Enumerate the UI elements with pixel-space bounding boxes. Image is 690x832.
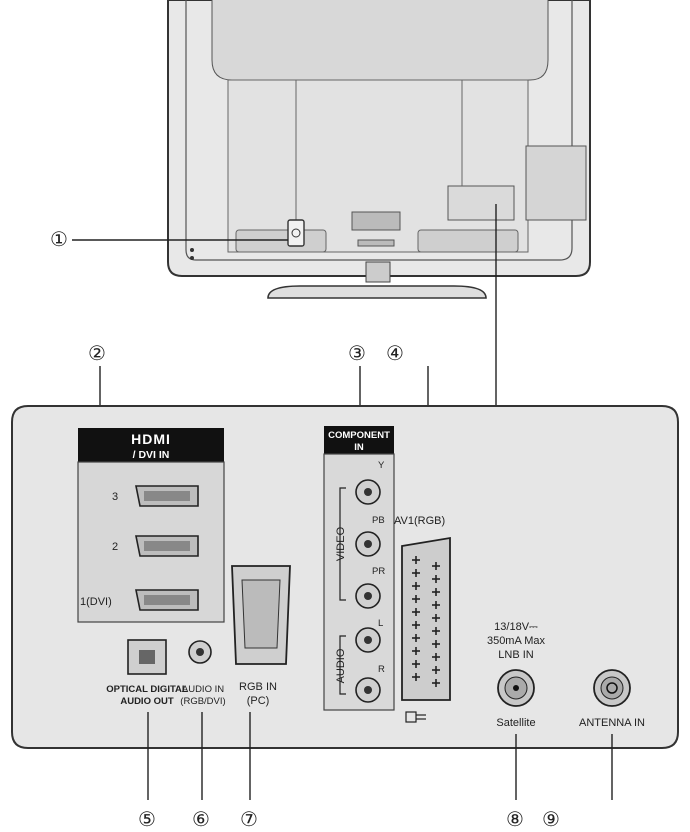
hdmi-dvi-in-block: HDMI / DVI IN 3 2 1(DVI) [77,428,225,623]
scart-symbol-icon [405,711,426,723]
callout-number-7: ⑦ [240,807,258,831]
hdmi-subtitle: / DVI IN [133,449,170,461]
rgb-in-pc: RGB IN (PC) [231,565,291,707]
satellite-label: Satellite [496,717,535,729]
callout-number-5: ⑤ [138,807,156,831]
lnb-label-line1: 13/18V⎓ [494,621,538,633]
callout-number-8: ⑧ [506,807,524,831]
av1-label: AV1(RGB) [394,515,445,527]
scart-port[interactable] [401,536,451,701]
antenna-label: ANTENNA IN [579,717,645,729]
callout-number-3: ③ [348,341,366,365]
component-pr-label: PR [372,566,385,577]
audio-l-label: L [378,618,383,629]
rgb-in-label-line2: (PC) [247,695,270,707]
antenna-in: ANTENNA IN [579,669,645,729]
audio-group-label: AUDIO [335,648,347,683]
optical-label-line2: AUDIO OUT [120,696,174,707]
audio-in-label-line1: AUDIO IN [182,684,224,695]
optical-digital-audio-out: OPTICAL DIGITAL AUDIO OUT [106,639,188,707]
audio-in-rgb-dvi: AUDIO IN (RGB/DVI) [180,640,226,707]
component-in-block: COMPONENT IN Y PB PR L R VIDEO AUDIO [323,426,395,711]
callout-1: ① [50,227,288,251]
callout-number-4: ④ [386,341,404,365]
hdmi-logo: HDMI [131,431,171,447]
hdmi-port-3-label: 3 [112,491,118,503]
callout-number-1: ① [50,227,68,251]
video-group-label: VIDEO [335,526,347,561]
hdmi-port-1-label: 1(DVI) [80,596,112,608]
connector-panel: HDMI / DVI IN 3 2 1(DVI) OPTICAL DIGITAL… [11,405,679,749]
callout-number-6: ⑥ [192,807,210,831]
tv-back-view [167,0,591,299]
lnb-label-line2: 350mA Max [487,635,546,647]
audio-r-label: R [378,664,385,675]
av1-rgb-scart: AV1(RGB) [394,515,451,723]
satellite-lnb-in: 13/18V⎓ 350mA Max LNB IN Satellite [487,621,546,729]
callout-number-2: ② [88,341,106,365]
component-pb-label: PB [372,515,385,526]
optical-label-line1: OPTICAL DIGITAL [106,684,188,695]
rgb-in-label-line1: RGB IN [239,681,277,693]
component-y-label: Y [378,460,385,471]
component-header-line1: COMPONENT [328,430,390,441]
audio-in-label-line2: (RGB/DVI) [180,696,225,707]
callout-number-9: ⑨ [542,807,560,831]
component-header-line2: IN [354,442,364,453]
hdmi-port-2-label: 2 [112,541,118,553]
lnb-label-line3: LNB IN [498,649,534,661]
